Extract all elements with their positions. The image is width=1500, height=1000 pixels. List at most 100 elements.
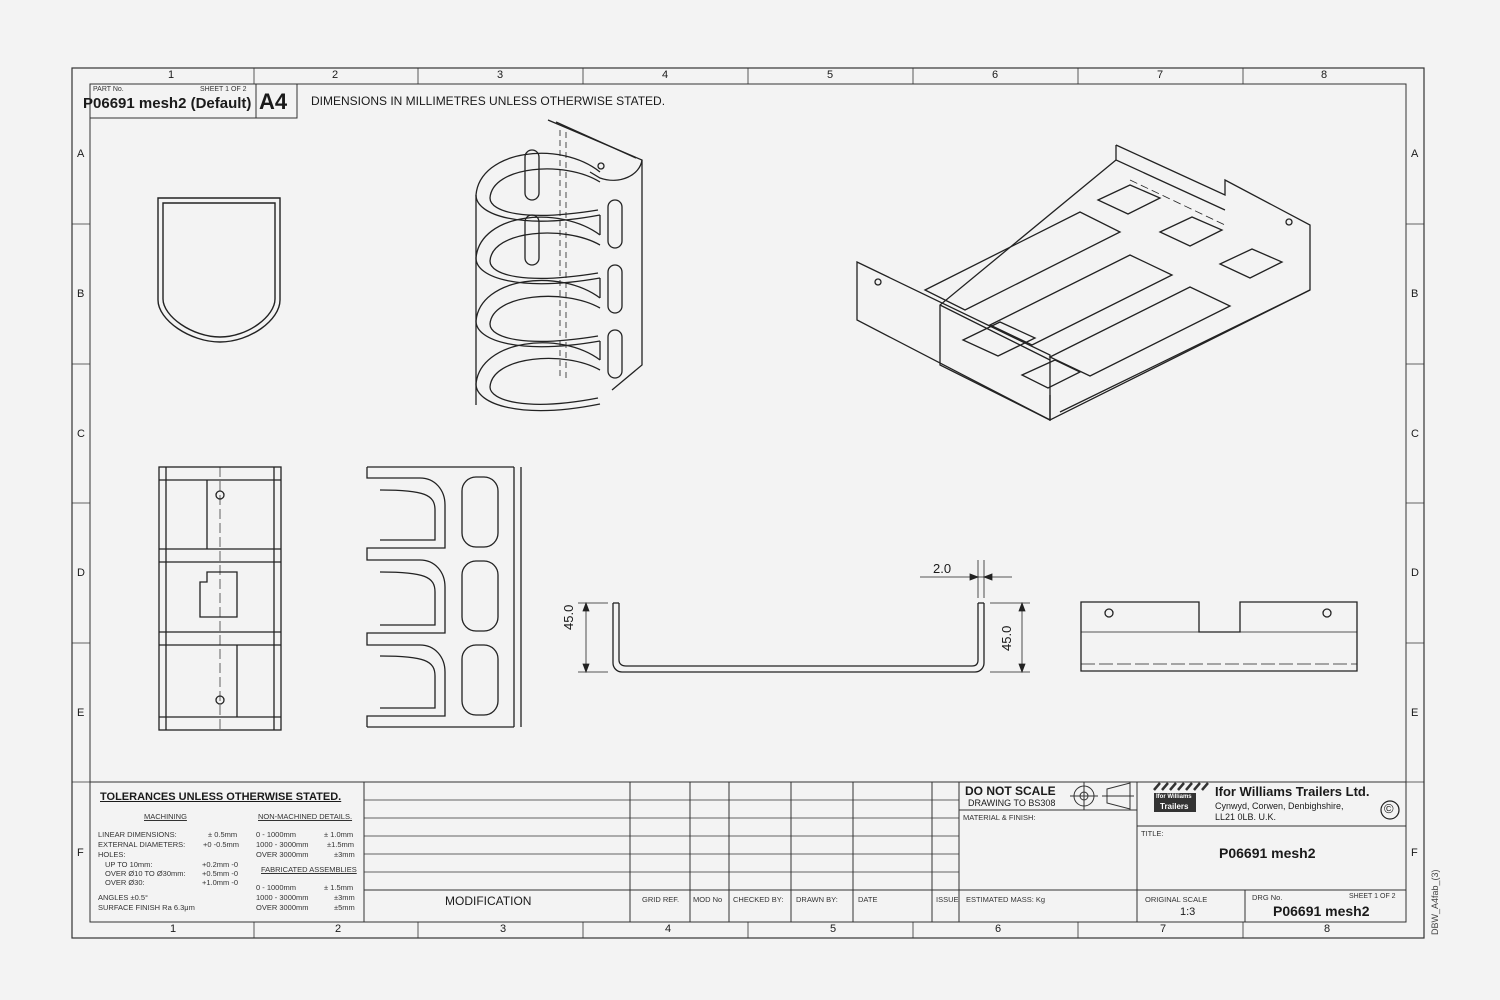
isometric-view-profile [475,119,643,412]
row-label-right: C [1411,428,1419,440]
material-finish-label: MATERIAL & FINISH: [963,813,1036,822]
scale-value: 1:3 [1180,906,1196,918]
tolerance-value: +1.0mm -0 [202,878,239,887]
tolerance-label: OVER 3000mm [256,850,309,859]
row-label-left: B [77,288,85,300]
drawing-number: P06691 mesh2 [1273,903,1370,919]
col-label-bottom: 7 [1160,923,1167,935]
col-label-bottom: 8 [1324,923,1331,935]
copyright-symbol: © [1384,801,1394,816]
right-height-dimension: 45.0 [999,625,1014,651]
scale-label: ORIGINAL SCALE [1145,895,1208,904]
drawing-title: P06691 mesh2 [1219,845,1316,861]
company-address-2: LL21 0LB. U.K. [1215,812,1277,822]
machining-heading: MACHINING [144,812,187,821]
tolerance-label: OVER Ø10 TO Ø30mm: [105,869,186,878]
row-label-left: E [77,707,85,719]
col-label-top: 6 [992,69,999,81]
left-height-dimension: 45.0 [561,604,576,630]
part-number-box [89,83,298,119]
tolerance-value: ± 0.5mm [208,830,238,839]
tolerance-value: +0 -0.5mm [203,840,240,849]
row-label-right: F [1411,847,1418,859]
col-label-bottom: 5 [830,923,837,935]
col-label-top: 1 [168,69,175,81]
tolerance-value: ±3mm [334,850,355,859]
row-label-left: A [77,148,85,160]
drawing-standard: DRAWING TO BS308 [968,798,1056,808]
col-label-bottom: 1 [170,923,177,935]
tolerance-label: OVER Ø30: [105,878,145,887]
col-label-top: 4 [662,69,669,81]
tolerance-value: ±3mm [334,893,355,902]
tolerance-value: ±1.5mm [327,840,355,849]
modification-label: MODIFICATION [445,894,532,908]
row-label-right: A [1411,148,1419,160]
mod-no-label: MOD No [693,895,723,904]
tolerance-label: LINEAR DIMENSIONS: [98,830,177,839]
tolerances-title: TOLERANCES UNLESS OTHERWISE STATED. [100,791,342,803]
date-label: DATE [858,895,878,904]
fabricated-heading: FABRICATED ASSEMBLIES [261,865,357,874]
row-label-left: D [77,567,85,579]
drawing-border [71,67,1425,939]
col-label-top: 5 [827,69,834,81]
dimensions-note: DIMENSIONS IN MILLIMETRES UNLESS OTHERWI… [311,94,666,108]
tolerance-value: ± 1.5mm [324,883,354,892]
sheet-label: SHEET 1 OF 2 [200,86,247,93]
col-label-bottom: 6 [995,923,1002,935]
tolerance-label: EXTERNAL DIAMETERS: [98,840,186,849]
col-label-top: 2 [332,69,339,81]
row-label-right: B [1411,288,1419,300]
title-label: TITLE: [1141,829,1164,838]
tolerance-label: HOLES: [98,850,126,859]
row-label-right: E [1411,707,1419,719]
row-label-left: F [77,847,84,859]
tolerance-label: 0 - 1000mm [256,883,297,892]
side-note: DBW_A4fab_(3) [1430,869,1440,935]
tolerance-label: 1000 - 3000mm [256,840,309,849]
tolerance-label: UP TO 10mm: [105,860,153,869]
sheet-number: SHEET 1 OF 2 [1349,893,1396,900]
tolerance-label: 1000 - 3000mm [256,893,309,902]
plan-view [1080,601,1358,672]
estimated-mass-label: ESTIMATED MASS: Kg [966,895,1046,904]
tolerance-label: ANGLES ±0.5° [98,893,149,902]
checked-by-label: CHECKED BY: [733,895,784,904]
sheet-size: A4 [259,89,288,114]
profile-outline-view [157,197,281,343]
tolerance-value: ± 1.0mm [324,830,354,839]
dimension-lines [578,560,1030,674]
nonmachined-heading: NON-MACHINED DETAILS. [258,812,353,821]
col-label-bottom: 3 [500,923,507,935]
tolerance-value: +0.5mm -0 [202,869,239,878]
isometric-view-tray [856,144,1311,422]
col-label-bottom: 2 [335,923,342,935]
thickness-dimension: 2.0 [933,561,952,576]
section-view [612,602,985,673]
company-address-1: Cynwyd, Corwen, Denbighshire, [1215,801,1344,811]
row-label-right: D [1411,567,1419,579]
drawn-by-label: DRAWN BY: [796,895,838,904]
col-label-top: 7 [1157,69,1164,81]
side-view [366,466,522,728]
do-not-scale: DO NOT SCALE [965,784,1056,798]
company-logo [1153,782,1400,820]
drg-no-label: DRG No. [1252,893,1283,902]
logo-text-line2: Trailers [1160,802,1189,811]
tolerance-label: OVER 3000mm [256,903,309,912]
tolerance-value: ±5mm [334,903,355,912]
col-label-bottom: 4 [665,923,672,935]
row-label-left: C [77,428,85,440]
title-block-lines [90,781,1406,922]
part-no-label: PART No. [93,86,124,93]
col-label-top: 3 [497,69,504,81]
col-label-top: 8 [1321,69,1328,81]
part-number: P06691 mesh2 (Default) [83,95,252,112]
tolerance-label: SURFACE FINISH Ra 6.3μm [98,903,195,912]
tolerance-label: 0 - 1000mm [256,830,297,839]
tolerance-value: +0.2mm -0 [202,860,239,869]
grid-ref-label: GRID REF. [642,895,680,904]
company-name: Ifor Williams Trailers Ltd. [1215,784,1370,799]
